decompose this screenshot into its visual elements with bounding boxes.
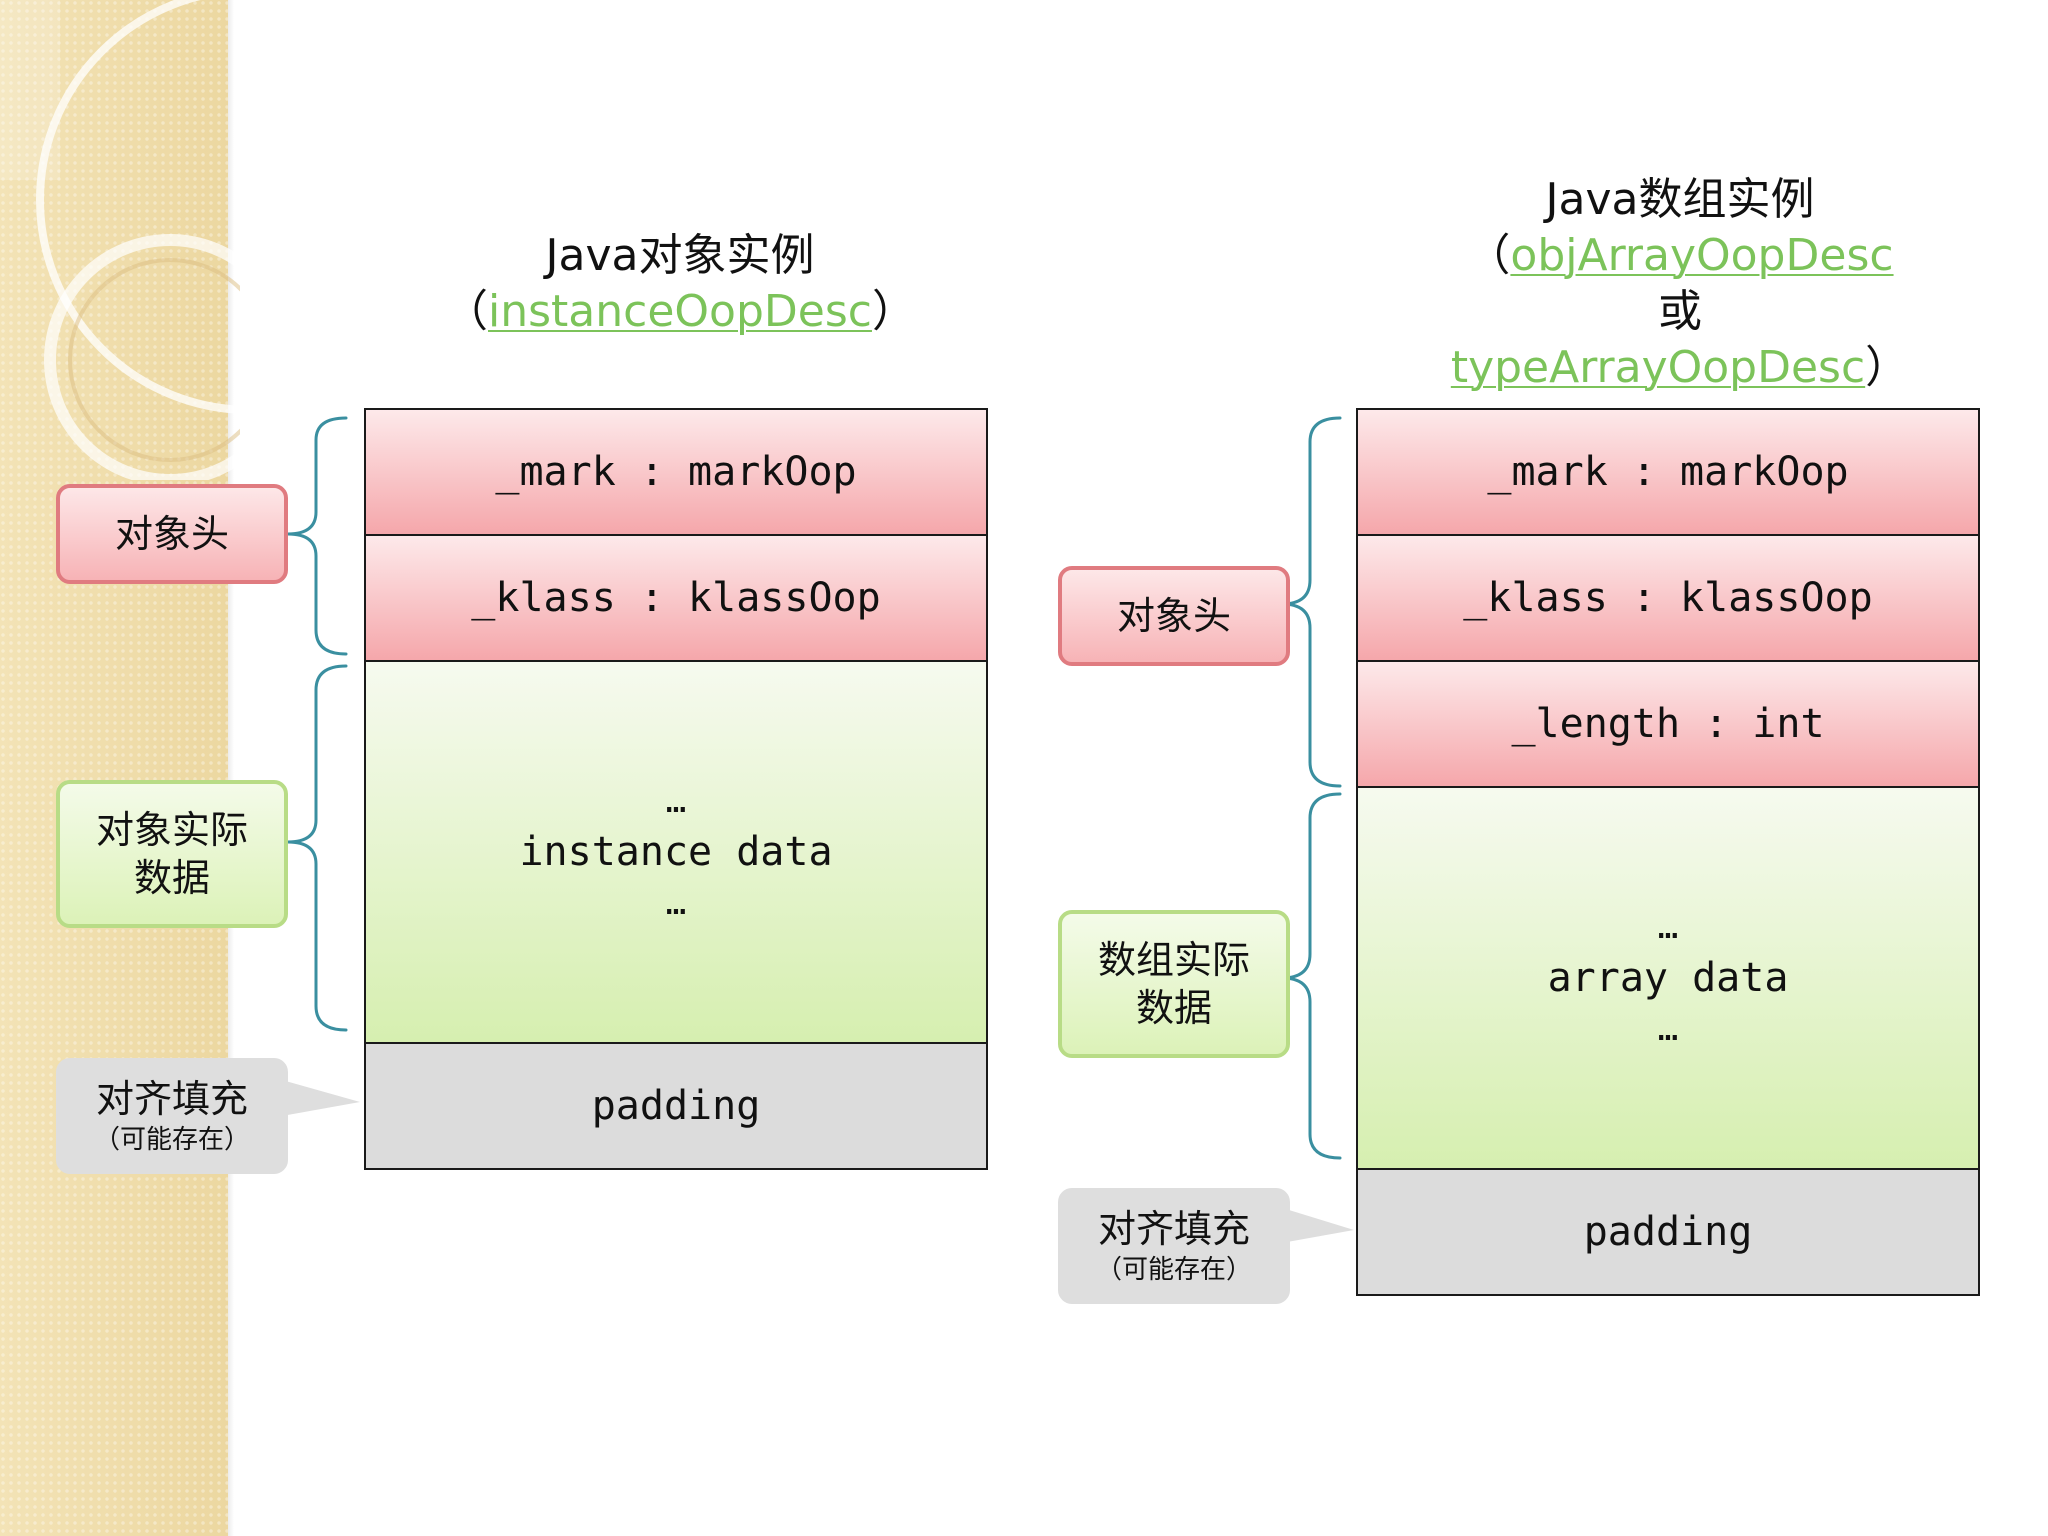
right-label-array-data: 数组实际 数据 bbox=[1058, 910, 1290, 1058]
left-label-object-header: 对象头 bbox=[56, 484, 288, 584]
left-label-instance-data: 对象实际 数据 bbox=[56, 780, 288, 928]
right-label-data-line2: 数据 bbox=[1135, 986, 1212, 1030]
right-cell-padding: padding bbox=[1356, 1168, 1980, 1296]
right-class-link-2[interactable]: typeArrayOopDesc bbox=[1450, 342, 1866, 393]
left-label-padding: 对齐填充 （可能存在） bbox=[56, 1058, 288, 1174]
right-mark-text: _mark : markOop bbox=[1487, 449, 1849, 495]
left-label-padding-main: 对齐填充 bbox=[95, 1077, 248, 1121]
left-title-text: Java对象实例 bbox=[545, 230, 815, 281]
left-data-bracket bbox=[287, 664, 348, 1032]
right-label-padding: 对齐填充 （可能存在） bbox=[1058, 1188, 1290, 1304]
left-label-data-line1: 对象实际 bbox=[95, 808, 248, 852]
right-data-dots-bottom: … bbox=[1657, 1009, 1679, 1049]
left-title: Java对象实例 （instanceOopDesc） bbox=[440, 228, 920, 340]
right-paren-open: （ bbox=[1466, 230, 1511, 281]
left-data-text: instance data bbox=[519, 829, 833, 875]
right-class-link-1[interactable]: objArrayOopDesc bbox=[1510, 230, 1894, 281]
decorative-rings bbox=[0, 0, 240, 480]
right-title: Java数组实例 （objArrayOopDesc 或 typeArrayOop… bbox=[1420, 172, 1940, 396]
right-label-object-header: 对象头 bbox=[1058, 566, 1290, 666]
right-paren-close: ） bbox=[1865, 342, 1910, 393]
right-label-padding-main: 对齐填充 bbox=[1097, 1207, 1250, 1251]
right-label-header-text: 对象头 bbox=[1116, 594, 1231, 638]
right-padding-pointer bbox=[1276, 1206, 1354, 1244]
right-label-padding-sub: （可能存在） bbox=[1095, 1255, 1252, 1285]
left-data-dots-bottom: … bbox=[665, 883, 687, 923]
left-paren-open: （ bbox=[444, 286, 489, 337]
right-padding-text: padding bbox=[1583, 1209, 1753, 1255]
right-length-text: _length : int bbox=[1511, 701, 1825, 747]
right-data-bracket bbox=[1281, 792, 1342, 1160]
right-title-text: Java数组实例 bbox=[1545, 174, 1815, 225]
right-data-text: array data bbox=[1547, 955, 1789, 1001]
right-cell-array-data: … array data … bbox=[1356, 786, 1980, 1170]
left-mark-text: _mark : markOop bbox=[495, 449, 857, 495]
left-class-line: （instanceOopDesc） bbox=[440, 284, 920, 340]
left-class-link[interactable]: instanceOopDesc bbox=[488, 286, 872, 337]
left-label-padding-sub: （可能存在） bbox=[93, 1125, 250, 1155]
right-klass-text: _klass : klassOop bbox=[1463, 575, 1873, 621]
left-padding-text: padding bbox=[591, 1083, 761, 1129]
left-label-data-line2: 数据 bbox=[133, 856, 210, 900]
right-class-line-1: （objArrayOopDesc bbox=[1420, 228, 1940, 284]
left-cell-klass: _klass : klassOop bbox=[364, 534, 988, 662]
left-cell-instance-data: … instance data … bbox=[364, 660, 988, 1044]
left-label-header-text: 对象头 bbox=[114, 512, 229, 556]
left-klass-text: _klass : klassOop bbox=[471, 575, 881, 621]
strip-shadow bbox=[228, 0, 234, 1536]
right-label-data-line1: 数组实际 bbox=[1097, 938, 1250, 982]
left-paren-close: ） bbox=[871, 286, 916, 337]
right-cell-mark: _mark : markOop bbox=[1356, 408, 1980, 536]
right-cell-klass: _klass : klassOop bbox=[1356, 534, 1980, 662]
right-class-line-2: typeArrayOopDesc） bbox=[1420, 340, 1940, 396]
left-padding-pointer bbox=[282, 1080, 360, 1116]
right-header-bracket bbox=[1281, 416, 1342, 788]
left-cell-padding: padding bbox=[364, 1042, 988, 1170]
left-header-bracket bbox=[287, 416, 348, 656]
left-data-dots-top: … bbox=[665, 781, 687, 821]
right-data-dots-top: … bbox=[1657, 907, 1679, 947]
right-or-text: 或 bbox=[1658, 286, 1702, 337]
